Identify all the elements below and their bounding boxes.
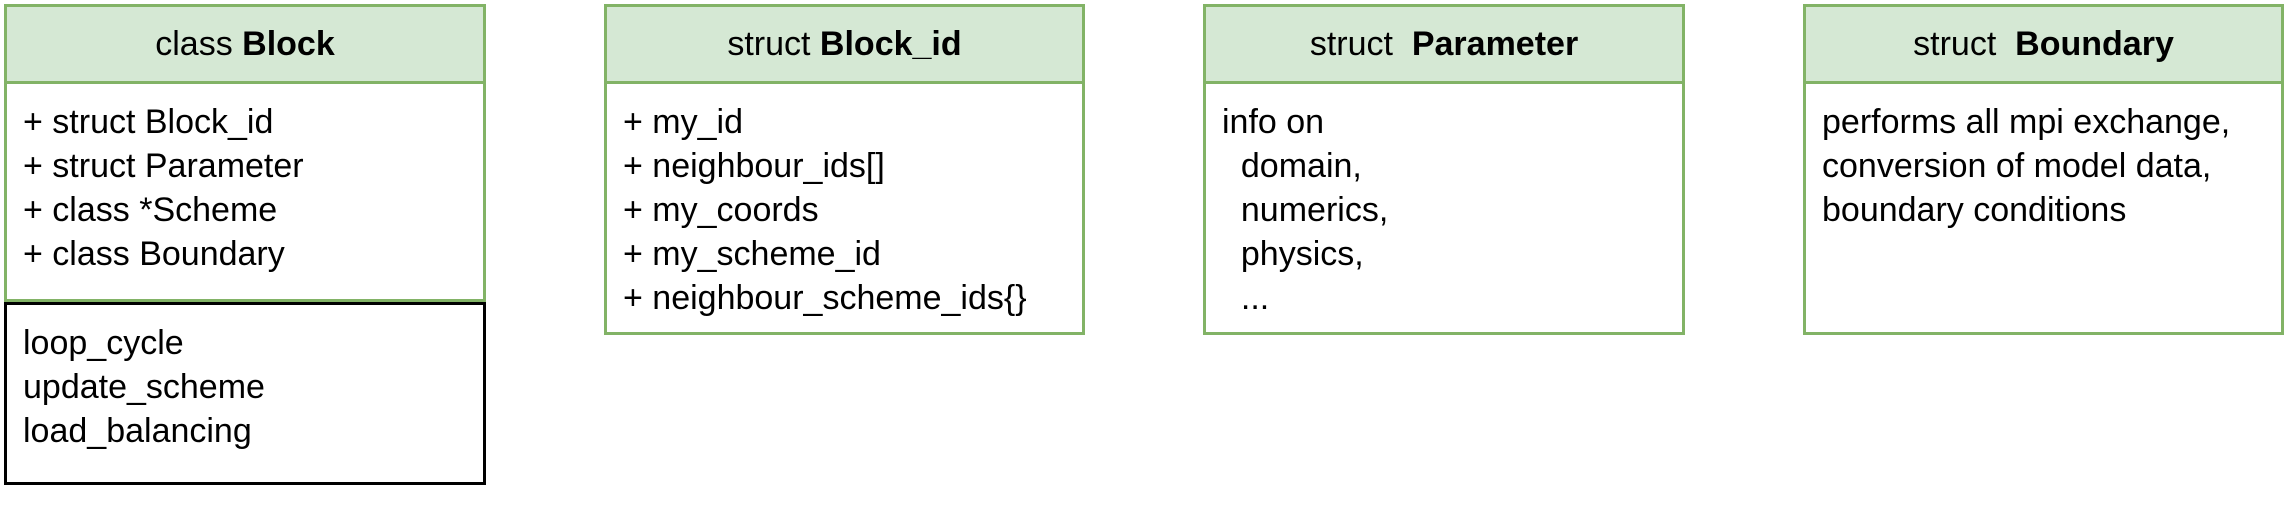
boundary-struct-header: struct Boundary [1803, 4, 2284, 84]
method-line: loop_cycle [23, 324, 184, 362]
member-line: domain, [1222, 147, 1362, 185]
method-line: load_balancing [23, 412, 252, 450]
member-line: info on [1222, 103, 1325, 141]
block-class-header: class Block [4, 4, 486, 84]
block-class-methods: loop_cycle update_scheme load_balancing [4, 302, 486, 485]
member-line: numerics, [1222, 191, 1389, 229]
block-id-struct-members: + my_id + neighbour_ids[] + my_coords + … [604, 84, 1085, 335]
member-line: + neighbour_ids[] [623, 147, 885, 185]
method-line: update_scheme [23, 368, 265, 406]
parameter-struct-keyword: struct [1309, 24, 1412, 63]
member-line: + struct Block_id [23, 103, 274, 141]
member-line: physics, [1222, 235, 1364, 273]
member-line: boundary conditions [1822, 191, 2127, 229]
block-class-members: + struct Block_id + struct Parameter + c… [4, 84, 486, 302]
boundary-struct-members: performs all mpi exchange, conversion of… [1803, 84, 2284, 335]
member-line: + my_id [623, 103, 743, 141]
block-id-struct-keyword: struct [727, 24, 820, 63]
member-line: + struct Parameter [23, 147, 304, 185]
block-class-name: Block [242, 24, 335, 63]
member-line: + class Boundary [23, 235, 285, 273]
member-line: ... [1222, 279, 1270, 317]
block-id-struct-name: Block_id [819, 24, 962, 63]
boundary-struct-name: Boundary [2015, 24, 2174, 63]
member-line: + neighbour_scheme_ids{} [623, 279, 1027, 317]
block-class-keyword: class [155, 24, 243, 63]
member-line: + my_scheme_id [623, 235, 881, 273]
parameter-struct-members: info on domain, numerics, physics, ... [1203, 84, 1685, 335]
boundary-struct-keyword: struct [1913, 24, 2016, 63]
block-id-struct-header: struct Block_id [604, 4, 1085, 84]
member-line: conversion of model data, [1822, 147, 2212, 185]
parameter-struct-name: Parameter [1411, 24, 1579, 63]
parameter-struct-header: struct Parameter [1203, 4, 1685, 84]
member-line: + my_coords [623, 191, 819, 229]
member-line: performs all mpi exchange, [1822, 103, 2231, 141]
member-line: + class *Scheme [23, 191, 278, 229]
